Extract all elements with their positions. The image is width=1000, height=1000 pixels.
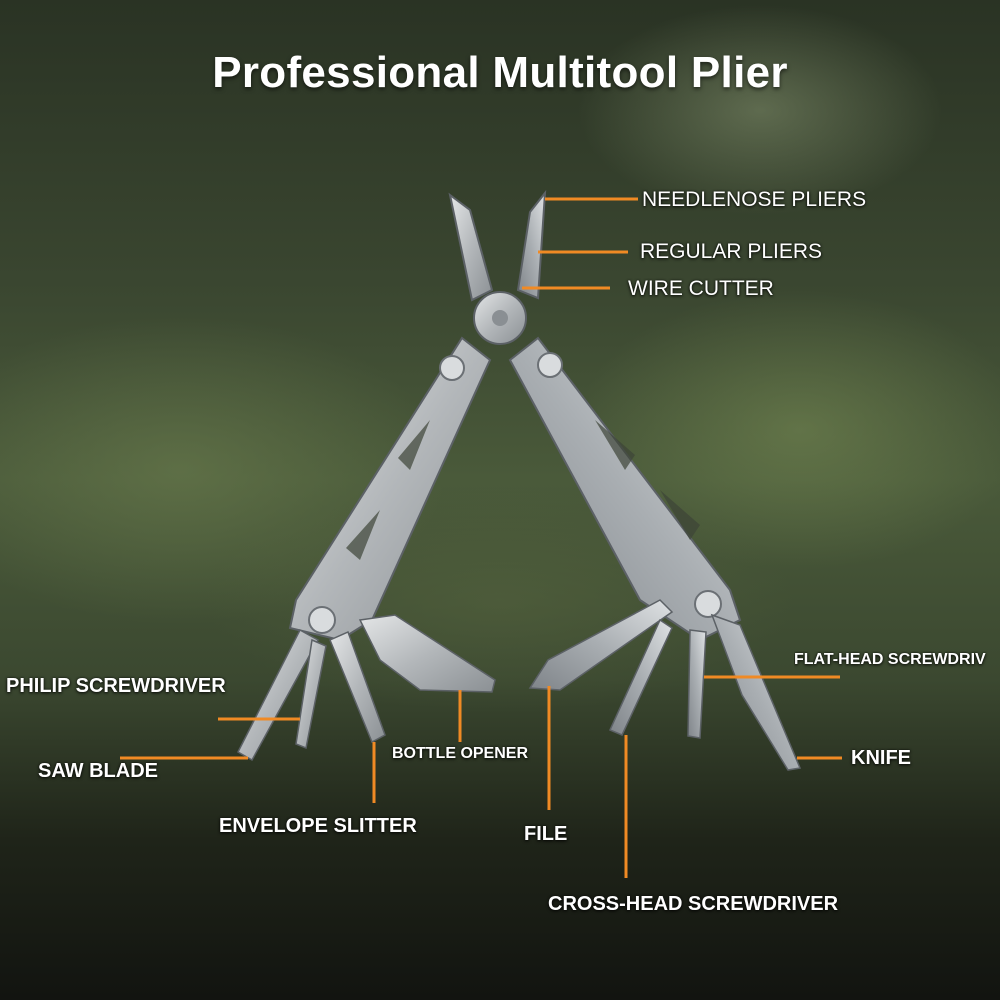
page-title: Professional Multitool Plier: [212, 48, 788, 97]
label-bottle-opener: BOTTLE OPENER: [392, 745, 529, 762]
pliers-jaws: [448, 189, 547, 345]
label-knife: KNIFE: [851, 747, 911, 769]
callout-lines: [120, 197, 842, 878]
left-tools: [237, 614, 496, 762]
label-flat-head-screwdriver: FLAT-HEAD SCREWDRIV: [794, 651, 986, 668]
right-tools: [528, 599, 802, 771]
label-saw-blade: SAW BLADE: [38, 760, 158, 782]
label-cross-head-screwdriver: CROSS-HEAD SCREWDRIVER: [548, 893, 839, 915]
label-philip-screwdriver: PHILIP SCREWDRIVER: [6, 675, 226, 697]
label-regular-pliers: REGULAR PLIERS: [640, 240, 823, 263]
label-envelope-slitter: ENVELOPE SLITTER: [219, 815, 417, 837]
label-wire-cutter: WIRE CUTTER: [628, 277, 774, 300]
label-file: FILE: [524, 823, 568, 845]
label-needlenose-pliers: NEEDLENOSE PLIERS: [642, 188, 867, 211]
right-handle: [508, 336, 742, 642]
left-handle: [288, 336, 492, 642]
